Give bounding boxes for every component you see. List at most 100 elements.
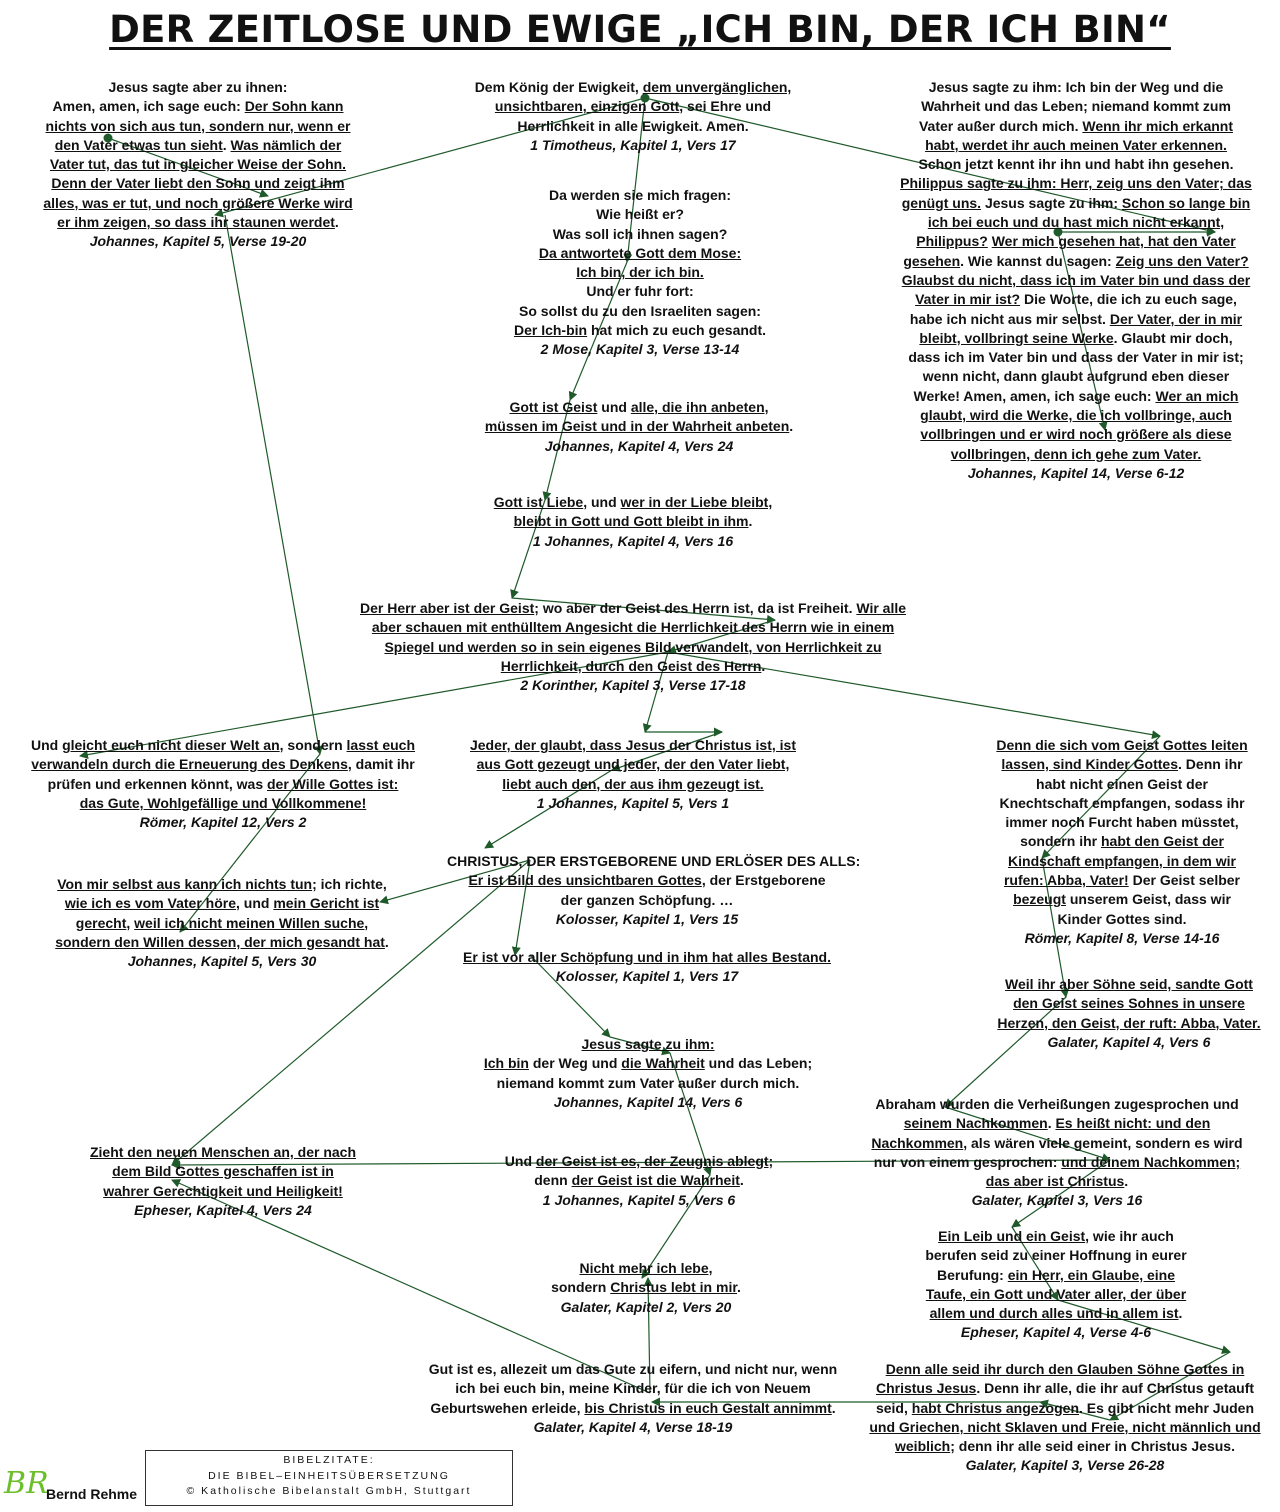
connector-arrow: [609, 1036, 671, 1056]
quote-block-b5: Gott ist Geist und alle, die ihn anbeten…: [469, 398, 809, 456]
verse-reference: 2 Korinther, Kapitel 3, Verse 17-18: [520, 677, 746, 694]
quote-line: bleibt in Gott und Gott bleibt in ihm.: [473, 512, 793, 531]
quote-line: aber schauen mit enthülltem Angesicht di…: [343, 618, 923, 637]
quote-text: .: [1124, 1173, 1129, 1190]
quote-text: der Weg und: [528, 1055, 622, 1072]
quote-line: Der Herr aber ist der Geist; wo aber der…: [343, 599, 923, 618]
quote-text: genügt uns.: [901, 194, 982, 211]
quote-line: Herrlichkeit, durch den Geist des Herrn.: [343, 657, 923, 676]
quote-text: vollbringen, denn ich gehe zum Vater.: [950, 445, 1202, 462]
verse-reference: Galater, Kapitel 4, Verse 18-19: [533, 1418, 733, 1435]
connector-dot: [103, 133, 113, 143]
quote-text: prüfen und erkennen könnt, was: [47, 775, 267, 792]
quote-text: . Glaubt mir doch,: [1113, 329, 1233, 346]
quote-line: alles, was er tut, und noch größere Werk…: [33, 194, 363, 213]
quote-line: Glaubst du nicht, dass ich im Vater bin …: [881, 271, 1271, 290]
connector-arrow: [511, 859, 531, 956]
quote-text: und Griechen, nicht Sklaven und Freie, n…: [869, 1418, 1261, 1435]
quote-line: sondern Christus lebt in mir.: [526, 1278, 766, 1297]
quote-text: dem Bild Gottes geschaffen ist in: [112, 1163, 334, 1180]
quote-text: ; ich richte,: [312, 876, 387, 892]
quote-text: . Wie kannst du sagen:: [960, 252, 1116, 269]
quote-line: wahrer Gerechtigkeit und Heiligkeit!: [73, 1182, 373, 1201]
quote-line: Herzen, den Geist, der ruft: Abba, Vater…: [989, 1014, 1269, 1033]
quote-block-b9: Jeder, der glaubt, dass Jesus der Christ…: [463, 736, 803, 813]
quote-text: wahrer Gerechtigkeit und Heiligkeit!: [103, 1182, 343, 1199]
quote-text: Wer mich gesehen hat, hat den Vater: [991, 233, 1236, 250]
quote-line: Weil ihr aber Söhne seid, sandte Gott: [989, 975, 1269, 994]
quote-text: Wenn ihr mich erkannt: [1082, 117, 1234, 134]
quote-text: Der Geist selber: [1128, 872, 1240, 889]
quote-text: ein Herr, ein Glaube, eine: [1007, 1266, 1176, 1283]
quote-text: sondern ihr: [1020, 833, 1101, 850]
quote-text: Zieht den neuen Menschen an, der nach: [89, 1144, 357, 1160]
quote-block-b8: Und gleicht euch nicht dieser Welt an, s…: [23, 736, 423, 832]
quote-text: lasst euch: [346, 737, 416, 753]
quote-text: Gut ist es, allezeit um das Gute zu eife…: [428, 1361, 838, 1377]
quote-text: Ich bin, der ich bin.: [576, 264, 704, 281]
quote-text: Es heißt nicht: und den: [1055, 1115, 1211, 1132]
quote-text: Denn alle seid ihr durch den Glauben Söh…: [885, 1361, 1245, 1377]
quote-block-b2: Dem König der Ewigkeit, dem unvergänglic…: [463, 78, 803, 155]
connector-arrow: [667, 651, 1161, 740]
connector-arrow: [379, 859, 531, 905]
quote-block-b21: Gut ist es, allezeit um das Gute zu eife…: [413, 1360, 853, 1437]
quote-text: Und: [504, 1153, 536, 1169]
connector-arrow: [1041, 735, 1161, 859]
connector-arrow: [1057, 1299, 1231, 1354]
quote-block-b12: Von mir selbst aus kann ich nichts tun; …: [42, 875, 402, 971]
quote-line: Und er fuhr fort:: [490, 282, 790, 301]
quote-block-b3: Jesus sagte zu ihm: Ich bin der Weg und …: [881, 78, 1271, 483]
quote-line: den Geist seines Sohnes in unsere: [989, 994, 1269, 1013]
quote-line: verwandeln durch die Erneuerung des Denk…: [23, 755, 423, 774]
quote-text: Amen, amen, ich sage euch:: [52, 98, 245, 115]
quote-block-b6: Gott ist Liebe, und wer in der Liebe ble…: [473, 493, 793, 551]
quote-text: Der Herr aber ist der Geist: [359, 600, 535, 616]
quote-text: bleibt in Gott und Gott bleibt in ihm: [513, 513, 749, 530]
connector-arrow: [79, 651, 669, 760]
quote-text: Taufe, ein Gott und Vater aller, der übe…: [925, 1285, 1187, 1302]
quote-text: Jesus sagte zu ihm:: [981, 194, 1122, 211]
quote-text: .: [737, 1279, 741, 1296]
quote-text: Ich bin: [483, 1055, 529, 1072]
connector-arrow: [944, 1106, 1111, 1162]
connector-arrow: [529, 954, 611, 1038]
connector-arrow: [171, 1179, 651, 1394]
quote-text: .: [748, 513, 753, 530]
quote-line: seinem Nachkommen. Es heißt nicht: und d…: [857, 1114, 1257, 1133]
quote-text: alle, die ihn anbeten,: [630, 399, 769, 415]
quote-block-b20: Nicht mehr ich lebe,sondern Christus leb…: [526, 1259, 766, 1317]
verse-reference: 1 Timotheus, Kapitel 1, Vers 17: [530, 136, 736, 153]
quote-text: habe ich nicht aus mir selbst.: [909, 310, 1110, 327]
quote-text: Da antwortete Gott dem Mose:: [538, 244, 742, 261]
quote-text: bleibt, vollbringt seine Werke: [919, 329, 1114, 346]
quote-text: Philippus?: [916, 233, 988, 250]
quote-text: das aber ist Christus: [985, 1173, 1125, 1190]
quote-text: .: [1178, 1305, 1183, 1322]
quote-text: , als wären viele gemeint, sondern es wi…: [963, 1134, 1243, 1151]
quote-line: Taufe, ein Gott und Vater aller, der übe…: [911, 1285, 1201, 1304]
quote-line: So sollst du zu den Israeliten sagen:: [490, 302, 790, 321]
quote-line: Ein Leib und ein Geist, wie ihr auch: [911, 1227, 1201, 1246]
quote-line: Werke! Amen, amen, ich sage euch: Wer an…: [881, 387, 1271, 406]
connector-arrow: [643, 1277, 653, 1394]
quote-line: Und der Geist ist es, der Zeugnis ablegt…: [489, 1152, 789, 1171]
quote-line: Gott ist Liebe, und wer in der Liebe ble…: [473, 493, 793, 512]
quote-block-b18: Und der Geist ist es, der Zeugnis ablegt…: [489, 1152, 789, 1210]
quote-text: ich bei euch und du hast mich nicht erka…: [927, 214, 1225, 231]
quote-text: sondern den Willen dessen, der mich gesa…: [55, 933, 385, 950]
quote-text: Kinder Gottes sind.: [1057, 910, 1187, 927]
quote-line: Da werden sie mich fragen:: [490, 186, 790, 205]
quote-line: Amen, amen, ich sage euch: Der Sohn kann: [33, 97, 363, 116]
quote-line: wenn nicht, dann glaubt aufgrund eben di…: [881, 367, 1271, 386]
quote-line: Zieht den neuen Menschen an, der nach: [73, 1143, 373, 1162]
connector-arrow: [484, 769, 613, 849]
quote-text: der Geist ist es, der Zeugnis ablegt: [535, 1153, 769, 1169]
quote-text: Und er fuhr fort:: [586, 283, 694, 300]
quote-text: . Denn ihr: [1178, 756, 1243, 773]
connector-dot: [640, 93, 650, 103]
quote-line: Ich bin der Weg und die Wahrheit und das…: [478, 1054, 818, 1073]
